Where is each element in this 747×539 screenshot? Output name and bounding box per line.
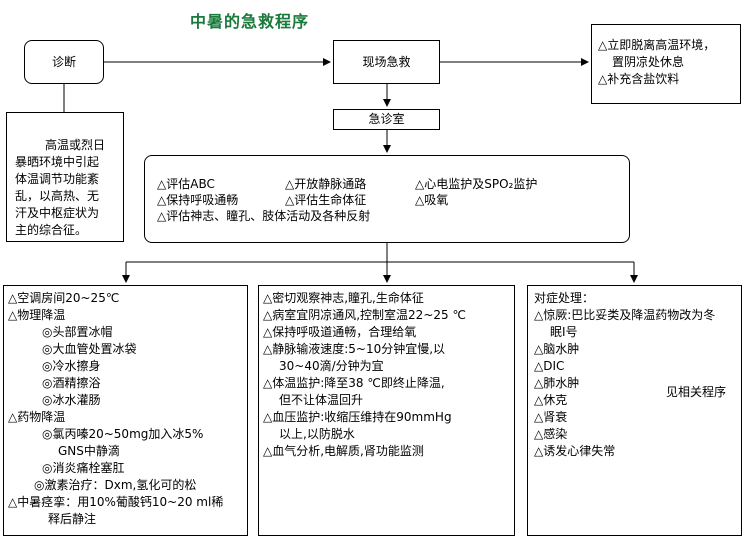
col3-line: △诱发心律失常 (534, 444, 616, 458)
diagnosis-label: 诊断 (51, 55, 76, 69)
col3-line: △肾衰 (534, 410, 568, 424)
col3-line: △DIC (534, 359, 565, 373)
onsite-label: 现场急救 (362, 55, 411, 69)
col1-line: ◎冷水擦身 (42, 359, 101, 373)
col2-line: △病室宜阴凉通风,控制室温22~25 ℃ (263, 308, 466, 322)
col1-line: ◎消炎痛栓塞肛 (42, 461, 125, 475)
assessment-item: △评估ABC (157, 177, 215, 191)
symptomatic-box: 对症处理： △惊厥:巴比妥类及降温药物改为冬 眠Ⅰ号 △脑水肿 △DIC △肺水… (527, 285, 742, 536)
col1-line: ◎头部置冰帽 (42, 325, 113, 339)
page-title: 中暑的急救程序 (190, 12, 310, 31)
col2-line: △保持呼吸道通畅，合理给氧 (263, 325, 417, 339)
col3-line: △感染 (534, 427, 568, 441)
physical-cooling-box: △空调房间20~25℃ △物理降温 ◎头部置冰帽 ◎大血管处置冰袋 ◎冷水擦身 … (3, 285, 248, 536)
definition-line: 主的综合征。 (15, 223, 88, 237)
definition-line: 体温调节功能紊 (15, 172, 100, 186)
immediate-line: 置阴凉处休息 (612, 55, 685, 69)
col2-line: △体温监护:降至38 ℃即终止降温, (263, 376, 445, 390)
col1-line: △中暑痉挛：用10%葡酸钙10~20 ml稀 (8, 495, 224, 509)
immediate-line: △补充含盐饮料 (598, 72, 680, 86)
col1-line: ◎激素治疗：Dxm,氢化可的松 (34, 478, 197, 492)
col3-line: △肺水肿 (534, 376, 580, 390)
assessment-item: △评估生命体征 (285, 193, 367, 207)
col1-line: △药物降温 (8, 410, 66, 424)
col2-line: 30~40滴/分钟为宜 (279, 359, 384, 373)
assessment-item: △心电监护及SPO₂监护 (415, 177, 538, 191)
col1-line: ◎大血管处置冰袋 (42, 342, 137, 356)
assessment-item: △吸氧 (415, 193, 449, 207)
onsite-box: 现场急救 (333, 40, 440, 84)
diagnosis-box: 诊断 (24, 40, 104, 84)
assessment-item: △开放静脉通路 (285, 177, 367, 191)
see-also-label: 见相关程序 (666, 385, 727, 399)
col1-line: ◎酒精擦浴 (42, 376, 101, 390)
col2-line: △血压监护:收缩压维持在90mmHg (263, 410, 452, 424)
col3-line: △惊厥:巴比妥类及降温药物改为冬 (534, 308, 716, 322)
col1-line: △物理降温 (8, 308, 66, 322)
col1-line: △空调房间20~25℃ (8, 291, 120, 305)
assessment-box: △评估ABC △开放静脉通路 △心电监护及SPO₂监护 △保持呼吸通畅 △评估生… (144, 155, 630, 243)
col3-line: 眠Ⅰ号 (550, 325, 578, 339)
er-label: 急诊室 (368, 112, 405, 126)
immediate-line: △立即脱离高温环境， (598, 38, 716, 52)
col3-line: 对症处理： (534, 291, 595, 305)
col3-line: △休克 (534, 393, 568, 407)
col2-line: 但不让体温回升 (279, 393, 364, 407)
definition-line: 乱，以高热、无 (15, 189, 100, 203)
col1-line: 释后静注 (48, 512, 97, 526)
definition-line: 汗及中枢症状为 (15, 206, 100, 220)
definition-line: 暴晒环境中引起 (15, 155, 100, 169)
col2-line: △静脉输液速度:5~10分钟宜慢,以 (263, 342, 446, 356)
er-box: 急诊室 (333, 109, 440, 130)
col1-line: ◎冰水灌肠 (42, 393, 101, 407)
definition-line: 高温或烈日 (45, 138, 106, 152)
assessment-item: △评估神志、瞳孔、肢体活动及各种反射 (157, 209, 371, 223)
col1-line: GNS中静滴 (58, 444, 120, 458)
definition-box: 高温或烈日 暴晒环境中引起 体温调节功能紊 乱，以高热、无 汗及中枢症状为 主的… (6, 112, 124, 242)
assessment-item: △保持呼吸通畅 (157, 193, 239, 207)
col2-line: △血气分析,电解质,肾功能监测 (263, 444, 424, 458)
immediate-box: △立即脱离高温环境， 置阴凉处休息 △补充含盐饮料 (591, 24, 741, 104)
col3-line: △脑水肿 (534, 342, 580, 356)
col1-line: ◎氯丙嗪20~50mg加入冰5% (42, 427, 204, 441)
col2-line: 以上,以防脱水 (279, 427, 355, 441)
monitoring-box: △密切观察神志,瞳孔,生命体征 △病室宜阴凉通风,控制室温22~25 ℃ △保持… (258, 285, 515, 536)
col2-line: △密切观察神志,瞳孔,生命体征 (263, 291, 424, 305)
